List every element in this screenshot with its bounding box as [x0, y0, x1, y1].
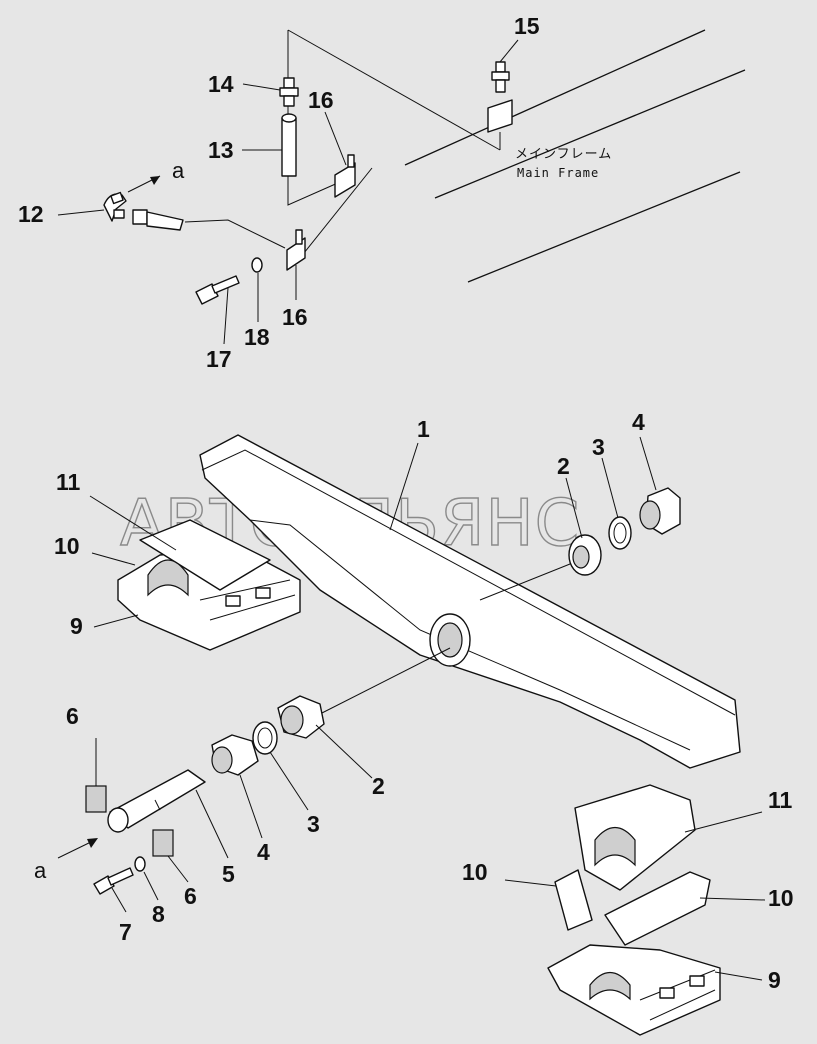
callout-5: 5	[222, 861, 235, 887]
bracket-16-lower	[286, 229, 306, 271]
grease-line-assembly	[103, 29, 513, 305]
callout-9-upper: 9	[70, 613, 83, 639]
view-arrow-a-bottom	[57, 838, 98, 859]
main-frame-label-en: Main Frame	[517, 166, 599, 180]
collar-4-upper	[639, 487, 681, 535]
callout-8: 8	[152, 901, 165, 927]
callout-17: 17	[206, 346, 232, 372]
tube-13	[281, 113, 297, 177]
washer-18	[251, 257, 263, 273]
callout-14: 14	[208, 71, 234, 97]
plate-6-lower	[152, 829, 174, 857]
view-arrow-a-top	[127, 175, 161, 193]
elbow-12	[103, 191, 127, 222]
main-frame-label-jp: メインフレーム	[515, 147, 612, 162]
grease-fitting-15	[487, 61, 513, 150]
callout-9-lower: 9	[768, 967, 781, 993]
callout-7: 7	[119, 919, 132, 945]
seal-3-lower	[252, 721, 278, 755]
main-frame-rails	[404, 29, 746, 283]
bushing-2-lower	[277, 695, 325, 739]
grease-fitting-14	[279, 77, 299, 107]
bolt-7	[93, 867, 134, 895]
bushing-2-upper	[568, 534, 602, 576]
pin-assembly-lower	[57, 647, 451, 895]
callout-2-lower: 2	[372, 773, 385, 799]
pin-5	[107, 769, 206, 833]
equalizer-bar	[199, 434, 741, 769]
callout-10-upper: 10	[54, 533, 80, 559]
callout-13: 13	[208, 137, 234, 163]
callout-11-lower: 11	[768, 787, 793, 813]
callout-16-top: 16	[308, 87, 334, 113]
view-marker-a-bottom: a	[34, 858, 47, 883]
callout-16-bottom: 16	[282, 304, 308, 330]
bushing-set-upper	[479, 487, 681, 601]
callouts: 15 14 16 13 a 12 16 18 17 1 4 3 2 11 10 …	[18, 13, 794, 993]
callout-3-lower: 3	[307, 811, 320, 837]
plate-6-upper	[85, 785, 107, 813]
callout-11-upper: 11	[56, 469, 81, 495]
callout-4-upper: 4	[632, 409, 645, 435]
bolt-17	[195, 275, 240, 305]
pivot-block-upper	[117, 519, 301, 651]
pivot-block-lower	[547, 784, 721, 1036]
callout-10-lower-right: 10	[768, 885, 794, 911]
washer-8	[134, 856, 146, 872]
callout-6-lower: 6	[184, 883, 197, 909]
callout-4-lower: 4	[257, 839, 270, 865]
callout-3-upper: 3	[592, 434, 605, 460]
hose-connector	[132, 209, 184, 231]
callout-2-upper: 2	[557, 453, 570, 479]
callout-18: 18	[244, 324, 270, 350]
callout-10-lower-left: 10	[462, 859, 488, 885]
leader-lines	[57, 39, 766, 981]
callout-15: 15	[514, 13, 540, 39]
callout-6-upper: 6	[66, 703, 79, 729]
collar-4-lower	[211, 734, 259, 776]
callout-12: 12	[18, 201, 44, 227]
seal-3-upper	[608, 516, 632, 550]
view-marker-a-top: a	[172, 158, 185, 183]
main-frame-label: メインフレーム Main Frame	[515, 147, 612, 180]
bracket-16-upper	[334, 154, 356, 198]
callout-1: 1	[417, 416, 430, 442]
